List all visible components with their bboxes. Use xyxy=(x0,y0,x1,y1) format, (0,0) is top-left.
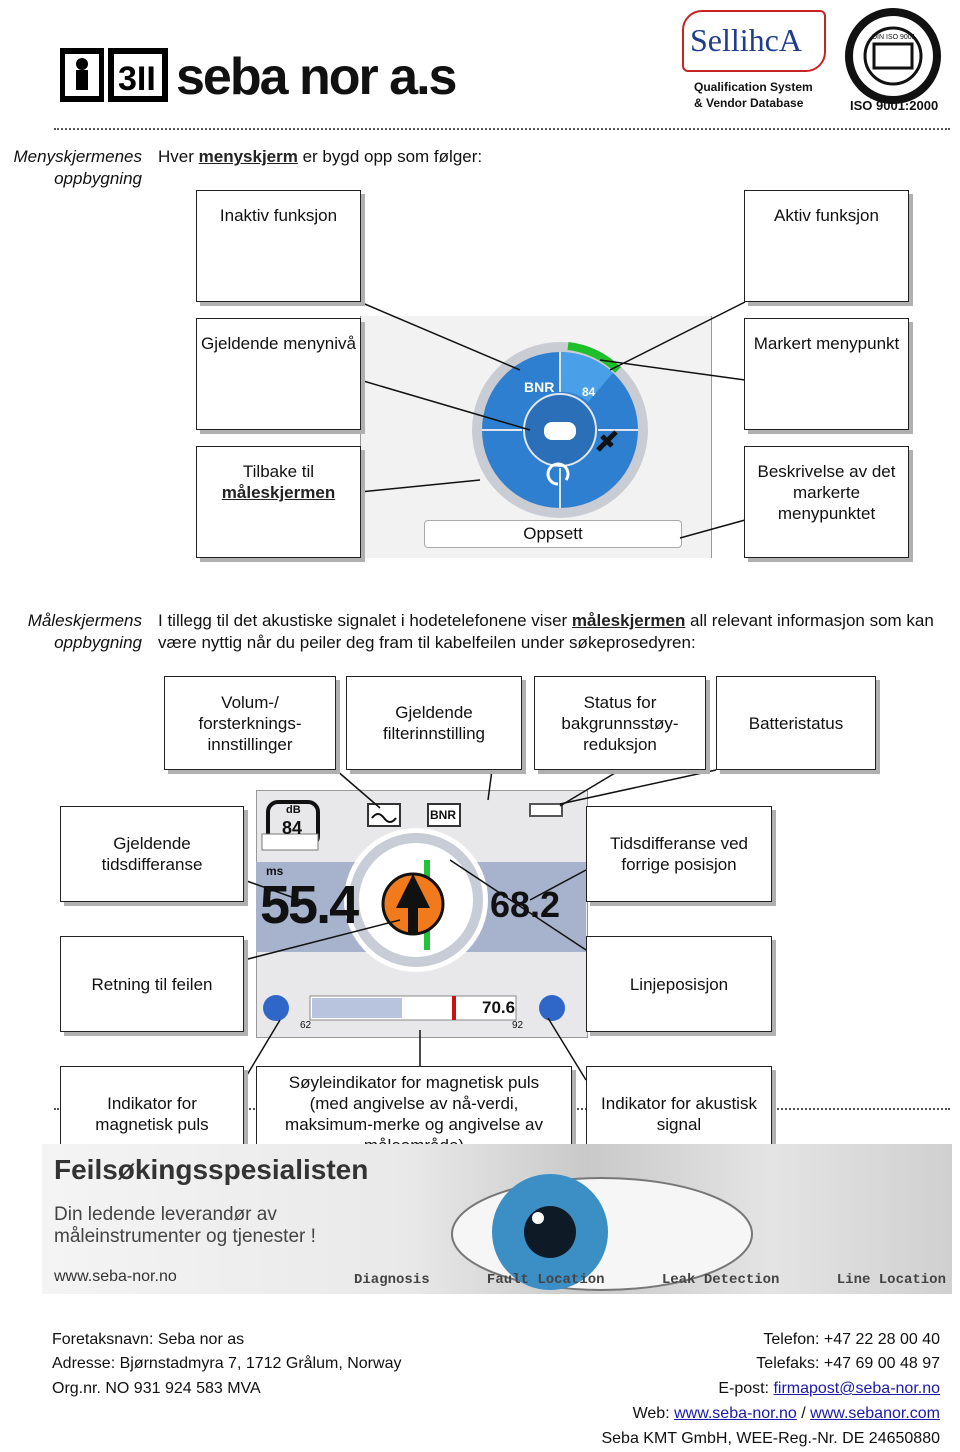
measure-intro: I tillegg til det akustiske signalet i h… xyxy=(158,611,934,652)
footer-address: Adresse: Bjørnstadmyra 7, 1712 Grålum, N… xyxy=(52,1355,402,1372)
banner-tag: Diagnosis xyxy=(354,1272,430,1288)
callout-line-position: Linjeposisjon xyxy=(586,936,772,1032)
eye-image xyxy=(451,1174,753,1291)
callout-time-diff: Gjeldende tidsdifferanse xyxy=(60,806,244,902)
footer-company: Foretaksnavn: Seba nor as xyxy=(52,1331,245,1348)
callout-volume: Volum-/ forsterknings-innstillinger xyxy=(164,676,336,770)
banner-title: Feilsøkingsspesialisten xyxy=(54,1154,369,1185)
banner-tags: Diagnosis Fault Location Leak Detection … xyxy=(354,1272,946,1288)
web-link-2[interactable]: www.sebanor.com xyxy=(810,1405,940,1422)
measure-section-label: Måleskjermens oppbygning xyxy=(27,611,142,652)
footer-web: Web: www.seba-nor.no / www.sebanor.com xyxy=(632,1405,940,1422)
screen-range-min: 62 xyxy=(300,1020,312,1031)
screen-bnr-label: BNR xyxy=(430,808,456,822)
callout-back: Tilbake til måleskjermen xyxy=(196,446,361,558)
header-divider xyxy=(54,128,950,130)
footer-fax: Telefaks: +47 69 00 48 97 xyxy=(756,1355,940,1372)
screen-bar-value: 70.6 xyxy=(482,998,516,1017)
callout-prev-time: Tidsdifferanse ved forrige posisjon xyxy=(586,806,772,902)
footer-orgnr: Org.nr. NO 931 924 583 MVA xyxy=(52,1380,261,1397)
menu-section-label: Menyskjermenes oppbygning xyxy=(13,147,143,188)
wheel-footer-field: Oppsett xyxy=(424,520,682,548)
screen-range-max: 92 xyxy=(512,1020,524,1031)
screen-db-label: dB xyxy=(286,804,301,816)
screen-current-value: 55.4 xyxy=(260,875,359,935)
banner-line1: Din ledende leverandør av xyxy=(54,1204,277,1225)
measure-intro-link: måleskjermen xyxy=(571,611,686,630)
banner-tag: Line Location xyxy=(836,1272,946,1288)
callout-description: Beskrivelse av det markerte menypunktet xyxy=(744,446,909,558)
wheel-bnr-label: BNR xyxy=(524,379,554,395)
banner-tag: Leak Detection xyxy=(661,1272,780,1288)
banner-line2: måleinstrumenter og tjenester ! xyxy=(54,1226,316,1247)
banner-url: www.seba-nor.no xyxy=(54,1268,177,1285)
footer-email: E-post: firmapost@seba-nor.no xyxy=(718,1380,940,1397)
callout-direction: Retning til feilen xyxy=(60,936,244,1032)
screen-ms-label: ms xyxy=(266,864,284,878)
callout-bnr-status: Status for bakgrunnsstøy-reduksjon xyxy=(534,676,706,770)
web-link-1[interactable]: www.seba-nor.no xyxy=(674,1405,797,1422)
menu-leader-lines xyxy=(359,301,746,539)
sellihca-logo: SellihcA Qualification System & Vendor D… xyxy=(676,6,826,116)
banner-tag: Fault Location xyxy=(486,1272,605,1288)
screen-db-value: 84 xyxy=(282,818,303,838)
menu-wheel: BNR 84 xyxy=(472,342,648,518)
seba-nor-logo: 3II seba nor a.s xyxy=(56,40,476,110)
menu-intro-link: menyskjerm xyxy=(198,147,298,166)
wheel-db-label: 84 xyxy=(582,385,596,399)
banner: Feilsøkingsspesialisten Din ledende leve… xyxy=(42,1144,952,1294)
callout-filter: Gjeldende filterinnstilling xyxy=(346,676,522,770)
svg-text:3II: 3II xyxy=(118,60,156,98)
footer-phone: Telefon: +47 22 28 00 40 xyxy=(763,1331,940,1348)
logo-text: seba nor a.s xyxy=(176,48,457,106)
footer-kmt: Seba KMT GmbH, WEE-Reg.-Nr. DE 24650880 xyxy=(601,1430,940,1447)
email-link[interactable]: firmapost@seba-nor.no xyxy=(773,1380,940,1397)
callout-battery: Batteristatus xyxy=(716,676,876,770)
callout-menu-level: Gjeldende menynivå xyxy=(196,318,361,430)
callout-inactive: Inaktiv funksjon xyxy=(196,190,361,302)
measure-leader-lines xyxy=(243,769,717,1081)
menu-intro: Hver menyskjerm er bygd opp som følger: xyxy=(158,147,483,166)
measure-screen-graphics xyxy=(261,800,565,1021)
callout-marked-item: Markert menypunkt xyxy=(744,318,909,430)
callout-active: Aktiv funksjon xyxy=(744,190,909,302)
iso-cert-badge: DIN ISO 9001 ISO 9001:2000 xyxy=(838,6,948,116)
